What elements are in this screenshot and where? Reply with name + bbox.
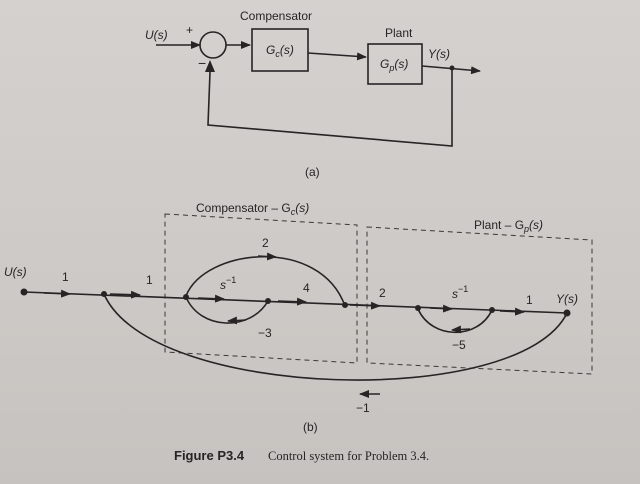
branch-fb-plant-arrow	[451, 325, 471, 334]
figure-caption: Figure P3.4 Control system for Problem 3…	[174, 448, 429, 463]
branch-main-fb	[103, 293, 568, 381]
block-diagram-a: U(s) + − Compensator Gc(s) Plant Gp(s) Y…	[145, 9, 481, 179]
input-label-b: U(s)	[4, 265, 27, 279]
caption-a: (a)	[305, 165, 320, 179]
node-4	[342, 302, 348, 308]
gain-4-label: 4	[303, 281, 310, 295]
branch-fb-comp	[185, 296, 269, 324]
branch-arrow-1	[109, 290, 141, 299]
gain-main-fb-label: −1	[356, 401, 370, 415]
plant-label-a: Plant	[385, 26, 413, 40]
minus-sign: −	[198, 55, 206, 71]
node-2	[183, 294, 189, 300]
branch-arrow-s1	[197, 294, 225, 303]
caption-b: (b)	[303, 420, 318, 434]
control-arrow	[307, 52, 367, 61]
gain-in-label: 1	[62, 270, 69, 284]
signal-flow-graph-b: Compensator – Gc(s) Plant – Gp(s)	[4, 201, 593, 434]
gain-s1-label: s−1	[220, 275, 236, 292]
node-6	[489, 307, 495, 313]
plus-sign: +	[186, 23, 193, 37]
takeoff-point-a	[449, 65, 455, 71]
gain-fb-comp-label: −3	[258, 326, 272, 340]
compensator-block	[251, 28, 309, 72]
gain-s1b-label: s−1	[452, 284, 468, 301]
branch-arrow-4	[277, 297, 307, 306]
node-output	[563, 309, 571, 317]
output-label-b: Y(s)	[556, 292, 578, 306]
feedback-path-a	[207, 68, 453, 147]
gain-fb-plant-label: −5	[452, 338, 466, 352]
gain-2-label: 2	[379, 286, 386, 300]
compensator-title-b: Compensator – Gc(s)	[196, 201, 309, 217]
branch-fb-plant	[417, 308, 493, 334]
node-1	[101, 291, 107, 297]
figure-caption-text: Control system for Problem 3.4.	[268, 449, 429, 463]
node-input	[20, 288, 28, 296]
output-label-a: Y(s)	[428, 47, 450, 61]
gain-1b-label: 1	[526, 293, 533, 307]
forward-path	[23, 291, 568, 314]
compensator-label-a: Compensator	[240, 9, 312, 23]
input-label-a: U(s)	[145, 28, 168, 42]
branch-arrow-2	[349, 301, 381, 310]
branch-top-arrow	[257, 252, 277, 261]
branch-arrow-in	[43, 289, 71, 298]
branch-arrow-1b	[499, 307, 525, 316]
feedback-arrowhead-a	[205, 60, 215, 72]
compensator-block-text: Gc(s)	[266, 43, 294, 59]
branch-arrow-s1b	[429, 304, 453, 313]
figure-number: Figure P3.4	[174, 448, 245, 463]
branch-fb-comp-arrow	[227, 316, 247, 325]
plant-block	[367, 43, 423, 85]
compensator-dashed-box	[164, 213, 358, 364]
node-5	[415, 305, 421, 311]
node-3	[265, 298, 271, 304]
gain-top-label: 2	[262, 236, 269, 250]
plant-title-b: Plant – Gp(s)	[474, 218, 543, 234]
plant-block-text: Gp(s)	[380, 57, 408, 73]
gain-1-label: 1	[146, 273, 153, 287]
